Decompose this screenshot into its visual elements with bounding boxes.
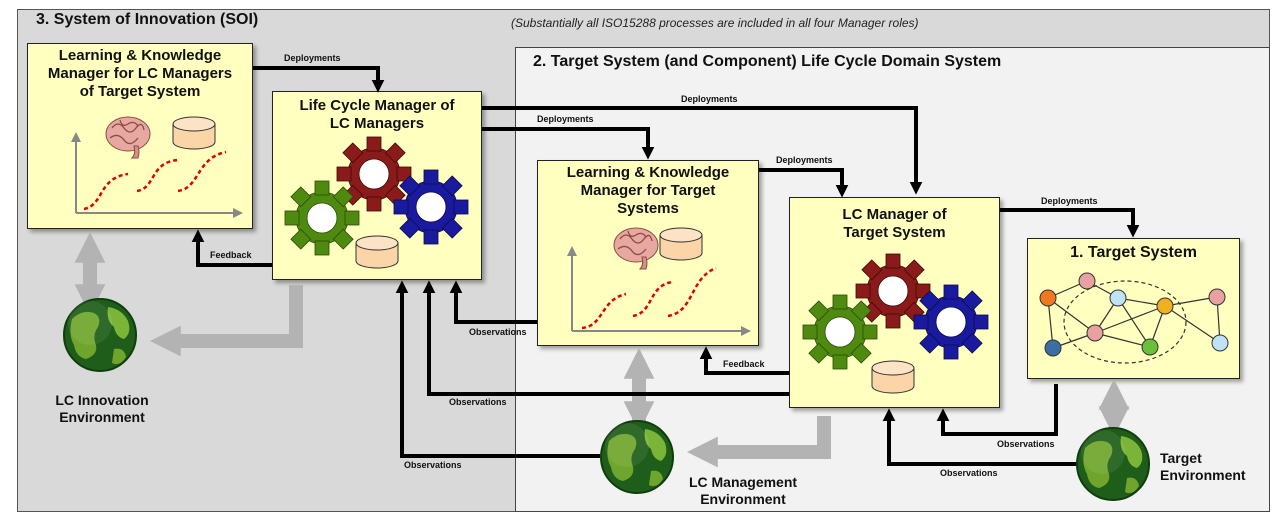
deployments-label: Deployments — [537, 114, 594, 124]
lc-manager-of-lc-managers-title: Life Cycle Manager of LC Managers — [299, 97, 455, 132]
lc-manager-target-box: LC Manager of Target System — [789, 197, 1000, 408]
observations-label: Observations — [404, 460, 462, 470]
lk-manager-lc-managers-title: Learning & Knowledge Manager for LC Mana… — [47, 47, 233, 100]
deployments-label: Deployments — [1041, 196, 1098, 206]
lc-manager-of-lc-managers-box: Life Cycle Manager of LC Managers — [272, 91, 482, 280]
observations-label: Observations — [997, 439, 1055, 449]
target-system-title: 1. Target System — [1070, 244, 1197, 261]
feedback-label: Feedback — [210, 250, 252, 260]
observations-label: Observations — [940, 468, 998, 478]
lc-management-environment-label: LC Management Environment — [688, 474, 798, 507]
lk-manager-lc-managers-box: Learning & Knowledge Manager for LC Mana… — [27, 43, 253, 229]
observations-label: Observations — [469, 327, 527, 337]
lc-manager-target-title: LC Manager of Target System — [842, 206, 947, 241]
target-environment-label: Target Environment — [1160, 450, 1246, 483]
lc-innovation-environment-label: LC Innovation Environment — [55, 392, 149, 425]
lk-manager-target-box: Learning & Knowledge Manager for Target … — [537, 160, 759, 346]
feedback-label: Feedback — [723, 359, 765, 369]
deployments-label: Deployments — [681, 94, 738, 104]
iso-note: (Substantially all ISO15288 processes ar… — [511, 16, 919, 30]
soi-title: 3. System of Innovation (SOI) — [36, 11, 259, 28]
domain-title: 2. Target System (and Component) Life Cy… — [533, 53, 1002, 70]
deployments-label: Deployments — [776, 155, 833, 165]
lk-manager-target-title: Learning & Knowledge Manager for Target … — [566, 164, 730, 217]
observations-label: Observations — [449, 397, 507, 407]
target-system-box: 1. Target System — [1027, 238, 1240, 379]
deployments-label: Deployments — [284, 53, 341, 63]
